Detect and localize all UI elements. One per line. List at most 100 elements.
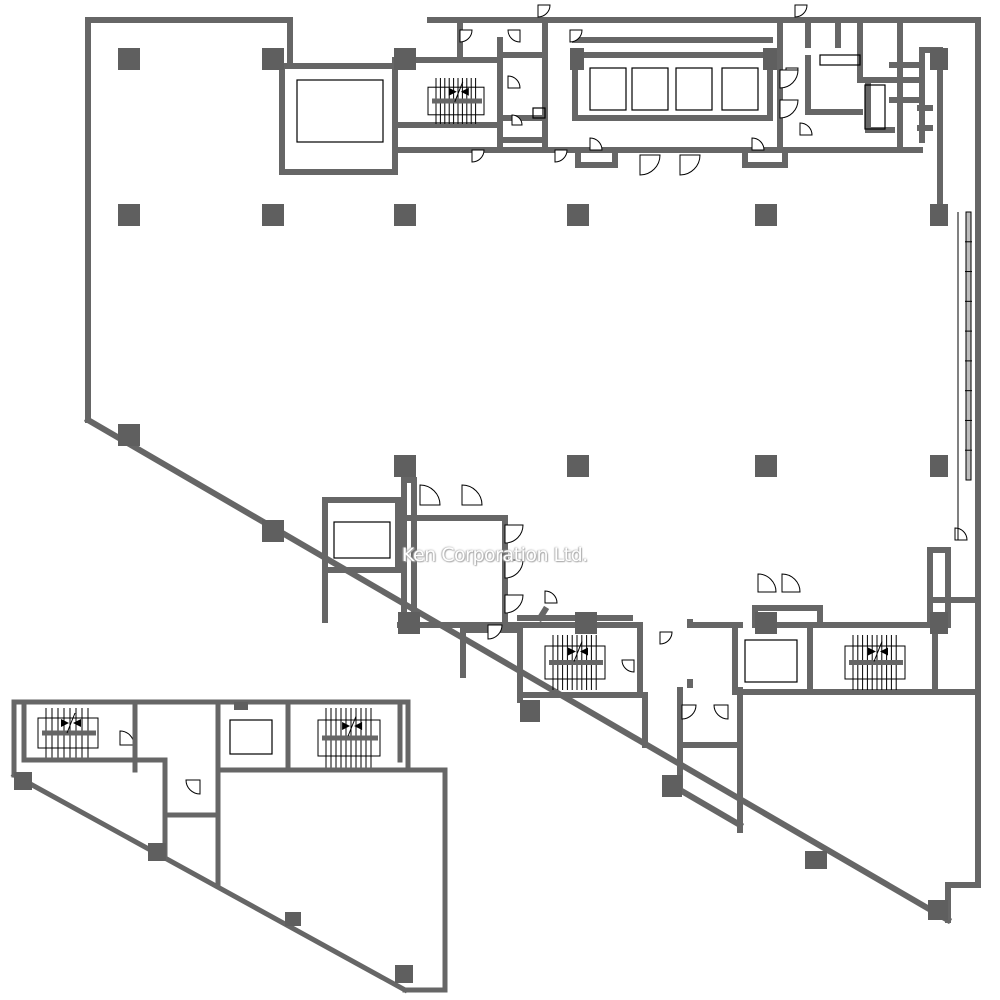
stair-break-line [873,641,883,662]
column [118,424,140,446]
stair-break-line [66,712,76,734]
door-swing-icon [504,594,524,614]
stairwells [37,78,906,768]
column [262,520,284,542]
fixture-box [631,67,669,111]
column [930,48,948,70]
column [234,702,248,710]
stair-break-line [454,81,464,102]
door-swing-icon [471,149,485,163]
column [928,900,948,920]
stair-outline [37,717,99,749]
column [930,612,948,634]
fixture-box [744,639,798,683]
stair-arrow-icon [568,647,588,656]
fixture-box [721,67,759,111]
stair-outline [317,719,381,757]
column [567,204,589,226]
column [394,48,416,70]
fixture-box [229,719,273,755]
door-swing-icon [507,75,521,89]
door-swing-icon [781,573,801,593]
stair-outline [427,86,485,116]
wall [675,785,745,830]
column [285,912,301,926]
column [118,204,140,226]
fixture-box [675,67,713,111]
fixture-box [864,84,886,130]
stair-arrow-icon [61,719,81,727]
stair [427,78,485,124]
door-swing-icon [504,524,524,544]
column [398,612,420,634]
fixture-box [296,79,384,143]
window-strip [965,211,972,481]
door-swing-icon [537,4,551,18]
fixture-box [819,54,861,66]
stair-outline [844,645,906,680]
column [262,204,284,226]
stair-arrow-icon [342,722,363,730]
structural-columns [118,48,948,920]
column [930,455,948,477]
column [118,48,140,70]
column [755,612,777,634]
door-swing-icon [511,114,523,126]
stair [544,635,606,690]
column [567,455,589,477]
door-swing-icon [621,659,635,673]
column [394,455,416,477]
column [575,612,597,634]
door-swing-icon [554,149,568,163]
curtain-wall-window [957,211,972,540]
door-swing-icon [459,29,473,43]
lower-floor-plan-inset [10,699,448,994]
column [14,772,32,790]
door-swing-icon [589,137,603,151]
door-swing-icon [504,559,524,579]
walls [83,17,981,925]
door-swing-icon [794,4,808,18]
stair-outline [544,645,606,680]
door-swings [119,4,968,795]
stair-arrow-icon [448,87,469,96]
door-swing-icon [779,69,799,89]
door-swing-icon [679,154,701,176]
stair [317,708,381,768]
column [570,48,584,70]
fixtures-elevator-shafts [229,54,886,755]
door-swing-icon [954,527,968,541]
stair-arrow-icon [868,647,888,656]
column [755,455,777,477]
door-swing-icon [507,29,521,43]
column [394,204,416,226]
door-swing-icon [544,590,558,604]
column [755,204,777,226]
stair-break-line [347,715,357,737]
door-swing-icon [659,631,673,645]
column [395,965,413,983]
fixture-box [333,521,391,559]
column [930,204,948,226]
door-swing-icon [799,122,813,136]
door-swing-icon [487,624,503,640]
stair [844,635,906,690]
wall [10,771,409,994]
door-swing-icon [119,730,135,746]
column [148,843,166,861]
stair-break-line [573,641,583,662]
column [763,48,777,70]
column [520,700,540,722]
column [662,775,682,797]
door-swing-icon [757,573,777,593]
door-swing-icon [419,484,441,506]
door-swing-icon [779,99,799,119]
door-swing-icon [461,484,483,506]
door-swing-icon [569,29,583,43]
door-swing-icon [681,704,697,720]
stair [37,708,99,758]
column [262,48,284,70]
column [805,851,827,869]
fixture-box [532,107,546,119]
